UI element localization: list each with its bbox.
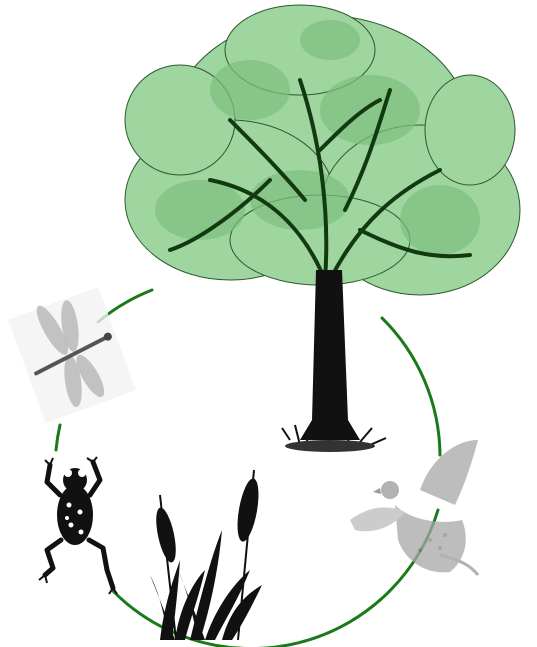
cycle-arc-dragonfly-to-frog: [56, 425, 60, 450]
cycle-arc-tree-to-bird: [382, 318, 440, 455]
dragonfly-icon: [7, 283, 136, 423]
frog-icon: [39, 457, 117, 594]
bird-icon: [350, 440, 478, 575]
cattail-icon: [150, 470, 262, 640]
tree-icon: [125, 5, 520, 452]
tree-trunk: [300, 270, 360, 440]
